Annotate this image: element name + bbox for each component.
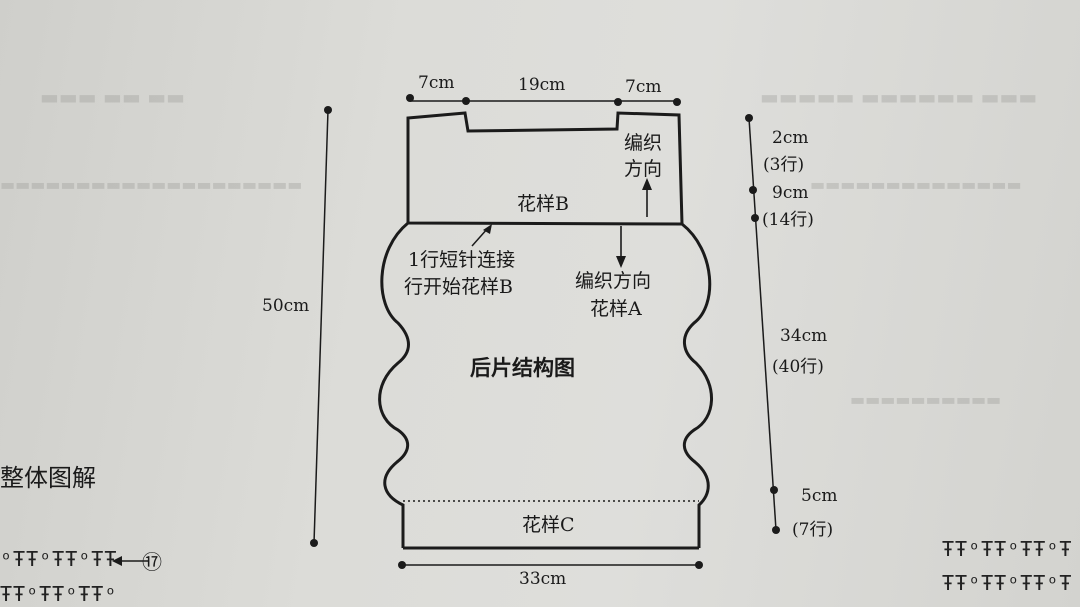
knit-direction-lower-2: 花样A [590, 298, 642, 320]
bleed-through-text: ▬▬▬ ▬▬ ▬▬ [40, 85, 185, 109]
dim-dot [772, 526, 780, 534]
dim-dot [673, 98, 681, 106]
dim-dot [324, 106, 332, 114]
height-label: 50cm [262, 296, 310, 316]
left-wavy-edge [378, 221, 410, 548]
upper-section-outline [406, 111, 684, 226]
pattern-b-label: 花样B [517, 193, 569, 215]
dim-dot [770, 486, 778, 494]
right-dim-rows: (14行) [762, 210, 814, 230]
symbol-row-right-1: ŦŦᵒŦŦᵒŦŦᵒŦ [942, 537, 1073, 561]
join-note-2: 行开始花样B [404, 276, 513, 298]
width-label-left: 7cm [418, 73, 455, 93]
width-label-center: 19cm [518, 75, 566, 95]
diagram-title: 后片结构图 [470, 356, 575, 380]
upward-arrow-head [642, 178, 652, 190]
knit-direction-upper-1: 编织 [624, 132, 663, 154]
row-marker: ⑰ [142, 550, 162, 574]
downward-arrow-head [616, 256, 626, 268]
right-dim-cm: 5cm [801, 486, 838, 506]
section-heading: 整体图解 [0, 464, 96, 492]
dim-dot [310, 539, 318, 547]
dim-dot [749, 186, 757, 194]
dim-dot [695, 561, 703, 569]
dim-dot [745, 114, 753, 122]
width-label-right: 7cm [625, 77, 662, 97]
knit-direction-lower-1: 编织方向 [575, 270, 652, 292]
right-dimension-line [748, 117, 777, 531]
bleed-through-text: ▬▬▬▬▬▬▬▬▬▬▬▬▬▬ [810, 175, 1022, 194]
symbol-row-left-2: ŦŦᵒŦŦᵒŦŦᵒ [0, 582, 118, 606]
join-pointer-head [483, 224, 492, 234]
dim-dot [398, 561, 406, 569]
left-dimension-line [313, 109, 329, 544]
bleed-through-text: ▬▬▬▬▬▬▬▬▬▬▬▬▬▬▬▬▬▬▬▬ [0, 175, 303, 194]
right-dim-cm: 9cm [772, 183, 809, 203]
pattern-c-label: 花样C [522, 514, 575, 536]
join-note-1: 1行短针连接 [408, 249, 516, 271]
right-wavy-edge [681, 222, 713, 548]
right-dim-rows: (3行) [763, 155, 805, 175]
dim-dot [614, 98, 622, 106]
dim-dot [751, 214, 759, 222]
right-dim-cm: 34cm [780, 326, 828, 346]
dim-dot [406, 94, 414, 102]
bottom-width-label: 33cm [519, 569, 567, 589]
dim-dot [462, 97, 470, 105]
symbol-row-left-1: ᵒŦŦᵒŦŦᵒŦŦ [0, 547, 118, 571]
right-dim-cm: 2cm [772, 128, 809, 148]
bleed-through-text: ▬▬▬▬▬▬▬▬▬▬ [850, 390, 1002, 409]
knit-direction-upper-2: 方向 [624, 158, 663, 180]
symbol-row-right-2: ŦŦᵒŦŦᵒŦŦᵒŦ [942, 571, 1073, 595]
right-dim-rows: (7行) [792, 520, 834, 540]
row-arrow-icon [112, 556, 148, 566]
bleed-through-text: ▬▬▬▬▬ ▬▬▬▬▬▬ ▬▬▬ [760, 85, 1038, 109]
right-dim-rows: (40行) [772, 357, 824, 377]
